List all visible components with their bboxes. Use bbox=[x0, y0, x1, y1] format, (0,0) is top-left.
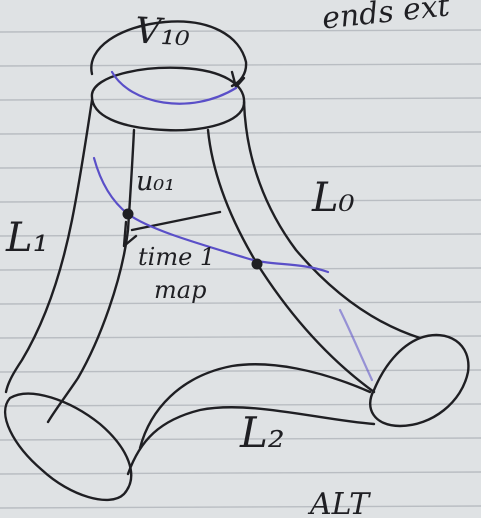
tube-inner-seam bbox=[48, 130, 134, 422]
label-map: map bbox=[154, 278, 206, 302]
left-opening-ellipse bbox=[5, 394, 131, 500]
purple-top-arc bbox=[112, 72, 236, 104]
label-u01: u₀₁ bbox=[136, 168, 175, 195]
label-alt: ALT bbox=[310, 490, 369, 518]
time-map-line bbox=[132, 212, 220, 230]
right-opening-ellipse bbox=[370, 335, 468, 426]
label-l2: L₂ bbox=[240, 412, 285, 454]
tube-right-seam bbox=[208, 130, 374, 392]
point-right bbox=[252, 259, 263, 270]
point-u01 bbox=[123, 209, 134, 220]
label-time-1: time 1 bbox=[138, 245, 215, 269]
label-v10: V₁₀ bbox=[134, 14, 191, 53]
label-l1: L₁ bbox=[6, 218, 49, 258]
label-l0: L₀ bbox=[312, 178, 355, 218]
